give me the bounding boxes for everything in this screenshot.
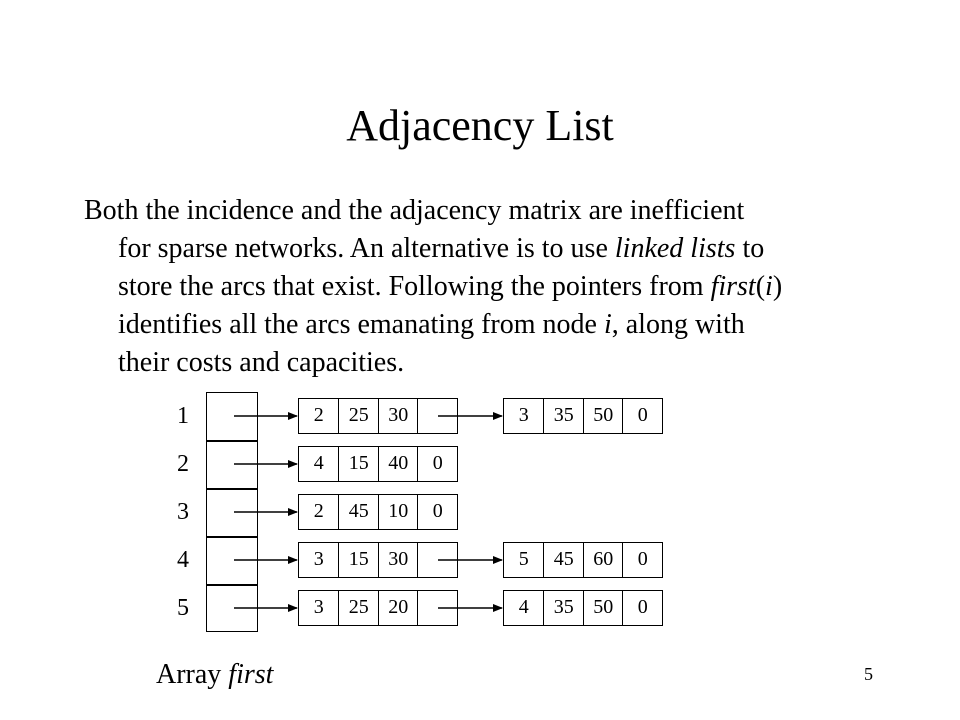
caption-italic: first — [228, 659, 274, 690]
record-field: 0 — [622, 543, 662, 577]
record-field: 2 — [313, 404, 324, 426]
record-field: 35 — [543, 591, 583, 625]
record-field: 3 — [313, 596, 324, 618]
record-field: 0 — [417, 495, 457, 529]
record-field: 4 — [313, 452, 324, 474]
record-field: 50 — [582, 399, 623, 433]
record-field: 30 — [377, 543, 418, 577]
node-label-2: 2 — [177, 451, 189, 477]
italic-text: i — [765, 271, 773, 302]
text-run: identifies all the arcs emanating from n… — [118, 309, 604, 340]
record-field: 30 — [377, 399, 418, 433]
record-field: 25 — [338, 591, 378, 625]
record-field: 20 — [377, 591, 418, 625]
text-run: , along with — [611, 309, 745, 340]
record-field: 40 — [377, 447, 418, 481]
record-field: 15 — [338, 543, 378, 577]
caption-prefix: Array — [156, 659, 229, 690]
text-run: their costs and capacities. — [118, 347, 405, 378]
record-field: 15 — [338, 447, 378, 481]
record-field: 0 — [622, 591, 662, 625]
node-label-4: 4 — [177, 547, 189, 573]
record-field: 5 — [518, 548, 529, 570]
node-label-1: 1 — [177, 403, 189, 429]
text-run: Both the incidence and the adjacency mat… — [84, 195, 745, 226]
record-field: 45 — [543, 543, 583, 577]
text-run: for sparse networks. An alternative is t… — [118, 233, 615, 264]
record-field: 35 — [543, 399, 583, 433]
record-field: 3 — [518, 404, 529, 426]
record-field — [417, 399, 457, 433]
body-paragraph: Both the incidence and the adjacency mat… — [84, 192, 884, 382]
text-run: to — [735, 233, 765, 264]
record-field: 60 — [582, 543, 623, 577]
text-run: ( — [755, 271, 766, 302]
text-run: store the arcs that exist. Following the… — [118, 271, 711, 302]
node-label-5: 5 — [177, 595, 189, 621]
record-field: 10 — [377, 495, 418, 529]
paragraph-line: store the arcs that exist. Following the… — [84, 268, 884, 306]
italic-text: first — [710, 271, 756, 302]
paragraph-line: for sparse networks. An alternative is t… — [84, 230, 884, 268]
record-field: 4 — [518, 596, 529, 618]
record-field: 50 — [582, 591, 623, 625]
italic-text: linked lists — [614, 233, 736, 264]
page-number: 5 — [864, 664, 873, 684]
paragraph-line: Both the incidence and the adjacency mat… — [84, 192, 884, 230]
array-caption: Array first — [156, 658, 273, 692]
slide-title: Adjacency List — [346, 101, 614, 150]
record-field: 3 — [313, 548, 324, 570]
paragraph-line: their costs and capacities. — [84, 344, 884, 382]
node-label-3: 3 — [177, 499, 189, 525]
record-field: 0 — [417, 447, 457, 481]
record-field — [417, 543, 457, 577]
text-run: ) — [772, 271, 783, 302]
paragraph-line: identifies all the arcs emanating from n… — [84, 306, 884, 344]
record-field: 45 — [338, 495, 378, 529]
italic-text: i — [603, 309, 612, 340]
record-field: 2 — [313, 500, 324, 522]
record-field: 0 — [622, 399, 662, 433]
record-field: 25 — [338, 399, 378, 433]
record-field — [417, 591, 457, 625]
